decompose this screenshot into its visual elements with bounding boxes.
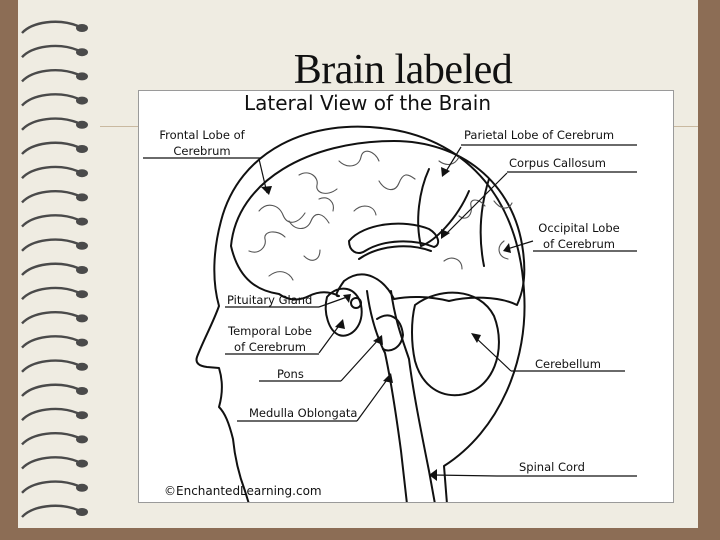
arrowhead (471, 333, 481, 343)
arrowhead (441, 229, 450, 239)
binding-ring (21, 93, 79, 107)
slide-title: Brain labeled (293, 47, 513, 93)
binding-ring (21, 238, 79, 252)
spiral-binding (21, 20, 88, 518)
brainstem-outline (366, 290, 408, 502)
binding-ring (21, 432, 79, 446)
brain-diagram-panel: Lateral View of the Brain Frontal Lobe o… (138, 90, 674, 503)
binding-hole (76, 314, 88, 323)
diagram-title: Lateral View of the Brain (244, 91, 492, 115)
arrowhead (503, 243, 511, 253)
binding-ring (21, 69, 79, 83)
binding-ring (21, 286, 79, 301)
binding-ring (21, 480, 79, 494)
label-temporal-lobe: Temporal Lobe of Cerebrum (225, 323, 315, 355)
binding-ring (21, 117, 79, 131)
decorative-rule-right (674, 126, 698, 127)
label-occipital-lobe-line1: Occipital Lobe (538, 221, 620, 235)
binding-ring (21, 190, 79, 204)
copyright-notice: ©EnchantedLearning.com (164, 484, 322, 498)
label-pons: Pons (277, 367, 304, 381)
binding-hole (76, 96, 88, 105)
label-occipital-lobe-line2: of Cerebrum (543, 237, 615, 251)
slide: Brain labeled (18, 0, 698, 528)
brain-diagram-drawing (143, 125, 637, 502)
pituitary-gland-shape (350, 297, 362, 309)
binding-hole (76, 169, 88, 178)
cerebrum-outline (230, 140, 526, 306)
binding-hole (76, 72, 88, 81)
binding-hole (76, 435, 88, 444)
binding-ring (21, 165, 79, 180)
binding-hole (76, 411, 88, 420)
binding-ring (21, 20, 79, 34)
arrowhead (335, 319, 345, 329)
binding-hole (76, 338, 88, 347)
lobe-divider (417, 168, 470, 247)
temporal-lobe-shape (324, 287, 363, 337)
binding-ring (21, 311, 79, 325)
binding-ring (21, 44, 79, 59)
binding-hole (76, 290, 88, 299)
label-pituitary-gland: Pituitary Gland (227, 293, 313, 307)
arrowhead (373, 335, 383, 345)
binding-ring (21, 359, 79, 373)
binding-hole (76, 387, 88, 395)
binding-hole (76, 362, 88, 371)
binding-ring (21, 504, 79, 518)
label-frontal-lobe: Frontal Lobe of Cerebrum (147, 127, 257, 159)
head-profile-outline (195, 125, 526, 502)
label-parietal-lobe: Parietal Lobe of Cerebrum (464, 128, 615, 142)
binding-hole (76, 217, 88, 226)
binding-ring (21, 456, 79, 470)
binding-hole (76, 483, 88, 492)
label-temporal-lobe-line1: Temporal Lobe (228, 324, 312, 338)
pons-shape (376, 314, 404, 352)
arrowhead (441, 167, 450, 177)
label-frontal-lobe-line1: Frontal Lobe of (159, 128, 245, 142)
binding-ring (21, 214, 79, 228)
arrowhead (261, 186, 272, 195)
arrowhead (429, 469, 437, 481)
binding-hole (76, 193, 88, 202)
binding-hole (76, 24, 88, 32)
binding-hole (76, 120, 88, 129)
cerebellum-shape (411, 291, 500, 397)
arrowhead (383, 373, 393, 383)
binding-hole (76, 508, 88, 516)
binding-ring (21, 407, 79, 422)
binding-ring (21, 141, 79, 155)
binding-ring (21, 262, 79, 276)
binding-ring (21, 335, 79, 349)
label-spinal-cord: Spinal Cord (519, 460, 585, 474)
decorative-rule-left (100, 126, 138, 127)
label-medulla-oblongata: Medulla Oblongata (249, 406, 358, 420)
binding-hole (76, 48, 88, 57)
corpus-callosum-shape (348, 222, 440, 254)
label-corpus-callosum: Corpus Callosum (509, 156, 607, 170)
binding-hole (76, 241, 88, 250)
binding-hole (76, 459, 88, 468)
label-cerebellum: Cerebellum (535, 357, 601, 371)
label-temporal-lobe-line2: of Cerebrum (234, 340, 306, 354)
label-frontal-lobe-line2: Cerebrum (173, 144, 231, 158)
binding-hole (76, 266, 88, 274)
arrowhead (343, 294, 351, 303)
binding-ring (21, 383, 79, 397)
ring-set (21, 20, 88, 518)
label-occipital-lobe: Occipital Lobe of Cerebrum (531, 220, 627, 252)
binding-hole (76, 145, 88, 153)
